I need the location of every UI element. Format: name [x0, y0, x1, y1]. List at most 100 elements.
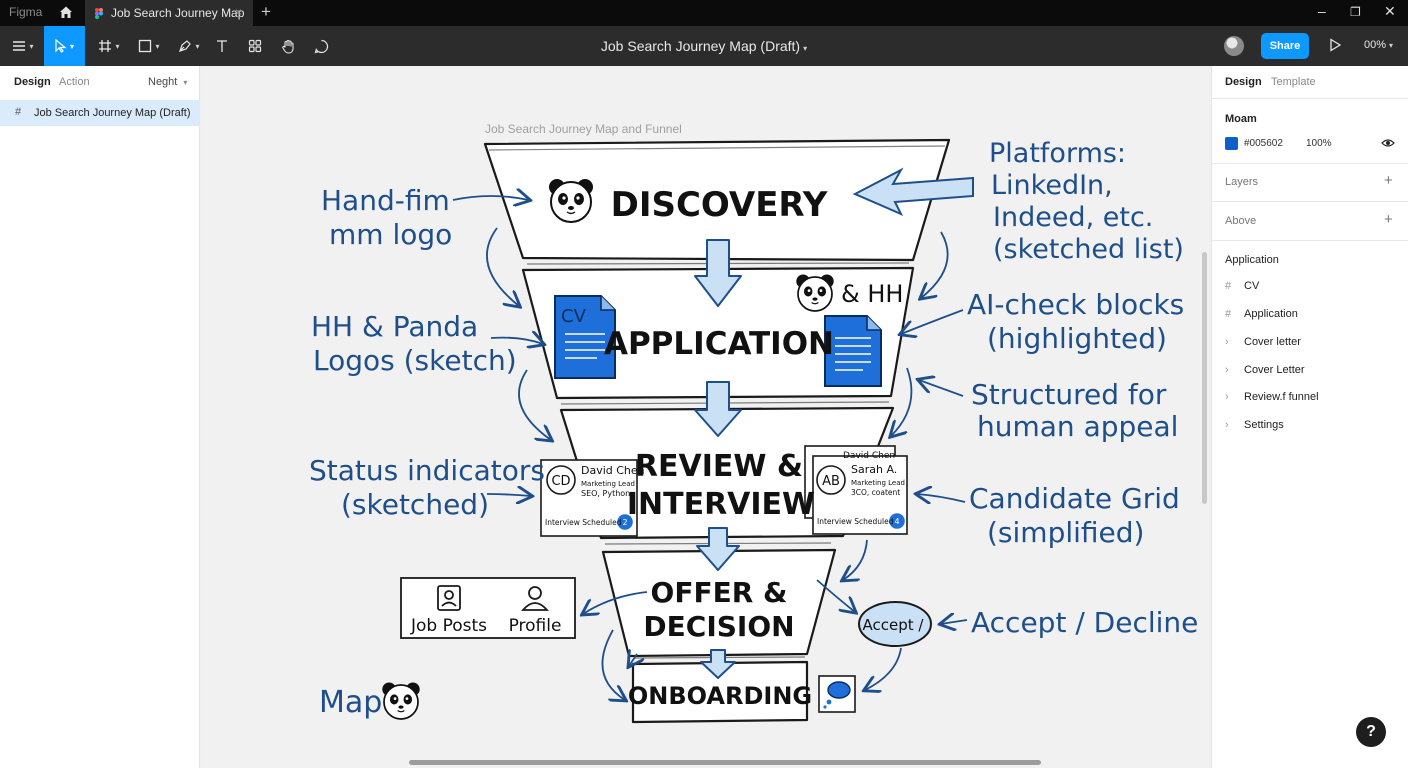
above-section-title: Above: [1225, 215, 1257, 227]
tab-template[interactable]: Template: [1271, 76, 1316, 88]
new-tab-button[interactable]: +: [261, 2, 271, 21]
shape-tool-button[interactable]: ▾: [132, 26, 166, 66]
frame-label[interactable]: Job Search Journey Map and Funnel: [485, 122, 682, 136]
card-left-status: Interview Scheduled: [545, 518, 622, 527]
minimize-icon[interactable]: –: [1318, 3, 1326, 19]
tab-design[interactable]: Design: [14, 76, 51, 88]
stage-offer-line1: OFFER &: [651, 576, 788, 609]
close-tab-icon[interactable]: ×: [235, 5, 243, 19]
chevron-right-icon[interactable]: ›: [1225, 419, 1229, 431]
card-right-role: Marketing Lead: [851, 479, 905, 487]
page-selector[interactable]: Neght ▾: [148, 76, 187, 88]
hand-tool-button[interactable]: [276, 26, 300, 66]
left-panel: Design Action Neght ▾ # Job Search Journ…: [0, 66, 200, 768]
move-tool-button[interactable]: ▾: [44, 26, 85, 66]
present-button[interactable]: [1329, 38, 1342, 57]
restore-icon[interactable]: ❐: [1350, 5, 1361, 19]
platforms-arrow: [852, 167, 974, 217]
chevron-down-icon[interactable]: ▾: [803, 44, 808, 53]
panda-logo-application: [795, 273, 835, 312]
layers-section: Layers +: [1212, 163, 1408, 201]
chevron-right-icon[interactable]: ›: [1225, 391, 1229, 403]
annotation-status-line2: (sketched): [341, 488, 489, 521]
layer-label: Cover letter: [1244, 336, 1301, 348]
annotation-structured-line2: human appeal: [977, 410, 1178, 443]
card-left-skills: SEO, Python: [581, 489, 630, 498]
journey-map-drawing: DISCOVERY APPLICATION REVIEW & INTERVIEW…: [309, 138, 1198, 724]
share-button[interactable]: Share: [1261, 33, 1309, 59]
annotation-hh-line1: HH & Panda: [311, 310, 478, 343]
nav-job-posts: Job Posts: [410, 616, 487, 636]
tab-design-right[interactable]: Design: [1225, 76, 1262, 88]
card-right-back-name: David Chen: [843, 451, 895, 461]
page-item-label: Job Search Journey Map (Draft): [34, 107, 191, 119]
frame-tool-button[interactable]: ▾: [92, 26, 126, 66]
fill-section: Moam: [1212, 98, 1408, 164]
fill-opacity-value[interactable]: 100%: [1306, 138, 1332, 149]
card-right-count: 4: [894, 517, 899, 526]
stage-offer-line2: DECISION: [643, 610, 794, 643]
card-left-name: David Chen: [581, 464, 645, 477]
close-window-icon[interactable]: ✕: [1384, 3, 1396, 19]
document-title[interactable]: Job Search Journey Map (Draft): [600, 38, 801, 54]
above-section: Above +: [1212, 201, 1408, 239]
layer-label: Cover Letter: [1244, 364, 1305, 376]
help-button[interactable]: ?: [1356, 717, 1386, 747]
annotation-logo-line2: mm logo: [329, 218, 452, 251]
frame-icon: #: [1225, 308, 1232, 320]
down-arrow-2: [694, 381, 742, 437]
visibility-eye-icon[interactable]: [1381, 138, 1395, 151]
comment-tool-button[interactable]: [309, 26, 333, 66]
annotation-grid-line2: (simplified): [987, 516, 1144, 549]
page-selector-label: Neght: [148, 76, 178, 88]
zoom-menu[interactable]: 00%▾: [1364, 39, 1394, 51]
pen-tool-button[interactable]: ▾: [172, 26, 206, 66]
vertical-scrollbar[interactable]: [1202, 252, 1207, 504]
canvas[interactable]: Job Search Journey Map and Funnel: [201, 66, 1211, 768]
cv-document-icon: [554, 295, 616, 379]
horizontal-scrollbar[interactable]: [409, 760, 1041, 765]
stage-offer-box: [601, 548, 837, 658]
text-tool-button[interactable]: [210, 26, 234, 66]
funnel: [483, 138, 951, 724]
avatar[interactable]: [1224, 36, 1244, 56]
document-tab[interactable]: Job Search Journey Map ×: [85, 0, 253, 26]
home-icon[interactable]: [58, 4, 76, 22]
chevron-right-icon[interactable]: ›: [1225, 336, 1229, 348]
annotation-status-line1: Status indicators: [309, 454, 545, 487]
frame-icon: #: [1225, 280, 1232, 292]
annotation-hh-line2: Logos (sketch): [313, 344, 517, 377]
annotation-platforms-line1: Platforms:: [989, 138, 1126, 169]
candidate-card-left: [540, 459, 638, 537]
frame-icon: [99, 40, 112, 52]
play-icon: [1330, 38, 1342, 52]
add-layer-plus-icon[interactable]: +: [1384, 172, 1393, 189]
fill-hex-value[interactable]: #005602: [1244, 138, 1283, 149]
annotation-arrows: [452, 196, 968, 700]
tab-action[interactable]: Action: [59, 76, 90, 88]
main-menu-button[interactable]: ▾: [6, 26, 40, 66]
left-panel-tabs: Design Action Neght ▾: [0, 66, 200, 100]
page-item[interactable]: # Job Search Journey Map (Draft): [0, 100, 200, 126]
chevron-right-icon[interactable]: ›: [1225, 364, 1229, 376]
card-right-status: Interview Scheduled: [817, 517, 894, 526]
layers-section-title: Layers: [1225, 176, 1259, 188]
fill-color-swatch[interactable]: [1225, 137, 1238, 150]
annotation-ai-line1: AI-check blocks: [967, 288, 1184, 321]
layer-label: Application: [1244, 308, 1298, 320]
annotation-logo-line1: Hand-fim: [321, 184, 450, 217]
stage-review-line1: REVIEW &: [635, 449, 803, 484]
hand-icon: [281, 39, 294, 54]
add-above-plus-icon[interactable]: +: [1384, 211, 1393, 228]
layer-label: CV: [1244, 280, 1260, 292]
annotation-ai-line2: (highlighted): [987, 322, 1167, 355]
chat-icon: [818, 675, 856, 713]
pen-icon: [179, 40, 192, 52]
down-arrow-4: [700, 649, 736, 679]
application-section-title: Application: [1225, 254, 1279, 266]
components-tool-button[interactable]: [243, 26, 267, 66]
candidate-card-right: [804, 445, 908, 535]
ai-check-document-icon: [824, 315, 882, 387]
annotation-accept: Accept / Decline: [971, 606, 1198, 639]
annotation-platforms-line3: Indeed, etc.: [993, 202, 1153, 233]
